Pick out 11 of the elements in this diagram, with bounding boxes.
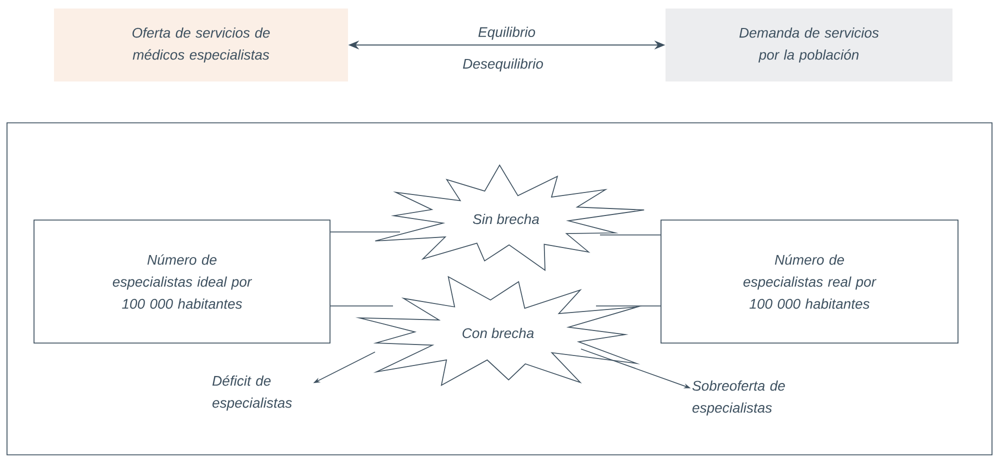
edge-label: Equilibrio	[476, 26, 537, 41]
frame-box	[6, 122, 992, 456]
text-box: Número de especialistas real por 100 000 habitantes	[660, 220, 958, 344]
status-label: Desequilibrio	[462, 58, 543, 72]
note-text: Déficit de especialistas	[212, 375, 292, 411]
starburst: Sin brecha	[374, 164, 645, 272]
text-box: Oferta de servicios de médicos especialistas	[54, 8, 348, 82]
text-box: Número de especialistas ideal por 100 000 habitantes	[34, 220, 330, 344]
starburst: Con brecha	[355, 276, 642, 386]
text-box: Demanda de servicios por la población	[666, 8, 952, 82]
note-text: Sobreoferta de especialistas	[692, 380, 785, 416]
